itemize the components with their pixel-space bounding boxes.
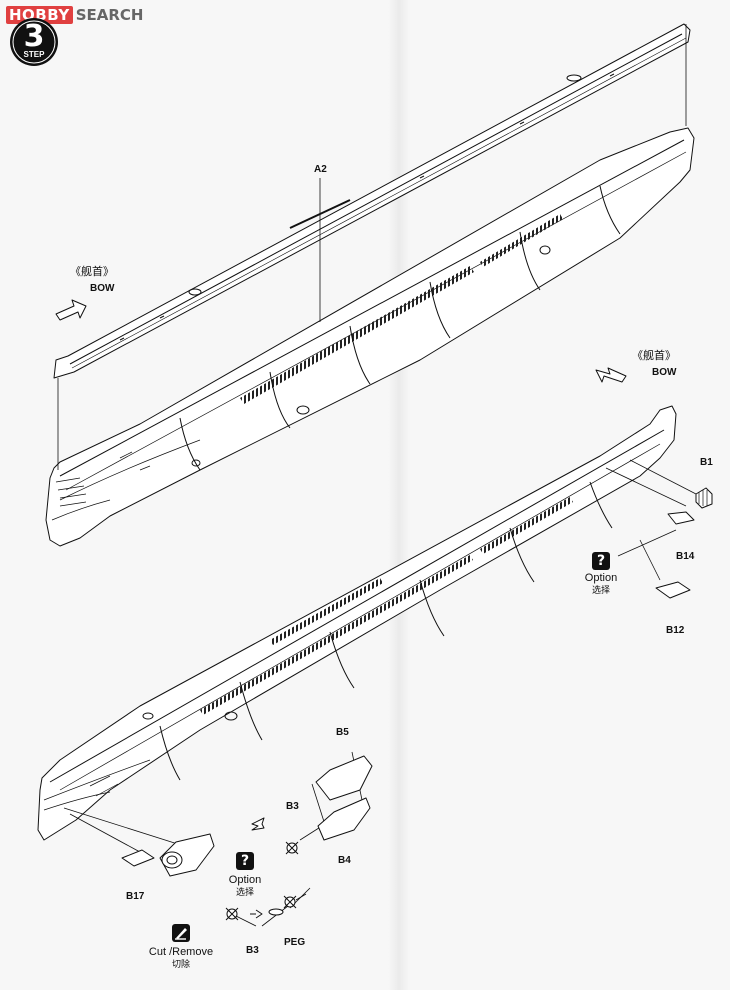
part-label-b17: B17 <box>126 891 145 902</box>
cut-remove-label: Cut /Remove 切除 <box>140 946 222 972</box>
option-text-en: Option <box>584 572 618 584</box>
option-label-right: Option 选择 <box>578 572 624 598</box>
part-label-b12: B12 <box>666 625 685 636</box>
part-b12 <box>655 581 691 599</box>
part-b17 <box>121 849 155 867</box>
option-label-bottom: Option 选择 <box>222 874 268 900</box>
bow-label-top-en: BOW <box>90 283 115 294</box>
part-label-b1: B1 <box>700 457 713 468</box>
bow-label-right-en: BOW <box>652 367 677 378</box>
option-text-cn: 选择 <box>235 888 254 898</box>
hobby-search-watermark: HOBBY SEARCH <box>6 6 144 24</box>
part-b5 <box>315 755 373 801</box>
step-number: 3 <box>23 19 45 54</box>
deck-part-a2 <box>53 23 691 379</box>
stern-housing <box>159 833 215 877</box>
assembly-leader-lines <box>57 24 697 927</box>
knife-cut-icon <box>172 924 190 942</box>
upper-hull <box>45 127 695 547</box>
question-mark-icon: ? <box>592 552 610 570</box>
hobby-logo: HOBBY <box>6 6 73 24</box>
direction-arrow-icon <box>251 817 265 831</box>
option-text-en: Option <box>228 874 262 886</box>
cut-remove-text-en: Cut /Remove <box>148 946 214 958</box>
part-label-b14: B14 <box>676 551 695 562</box>
propeller-b3-top <box>285 841 299 855</box>
step-label: STEP <box>23 50 45 59</box>
part-label-peg: PEG <box>284 937 306 948</box>
bow-label-top-cn: 《舰首》 <box>70 265 114 278</box>
part-label-b3-top: B3 <box>286 801 299 812</box>
part-b14 <box>667 511 695 525</box>
propeller-b3-bottom <box>225 907 284 921</box>
peg-part <box>283 893 307 909</box>
cut-remove-text-cn: 切除 <box>171 960 190 970</box>
lower-hull <box>37 405 677 841</box>
part-label-a2: A2 <box>314 164 327 175</box>
step-badge: 3 STEP <box>8 16 60 68</box>
direction-arrow-icon <box>55 299 87 321</box>
direction-arrow-icon <box>595 367 627 383</box>
part-label-b3-bottom: B3 <box>246 945 259 956</box>
step-badge-icon <box>10 18 58 66</box>
part-b1 <box>695 487 713 509</box>
question-mark-icon: ? <box>236 852 254 870</box>
part-label-b5: B5 <box>336 727 349 738</box>
page-fold-shadow <box>388 0 410 990</box>
part-label-b4: B4 <box>338 855 351 866</box>
search-wordmark: SEARCH <box>75 6 144 24</box>
option-text-cn: 选择 <box>591 586 610 596</box>
bow-label-right-cn: 《舰首》 <box>632 349 676 362</box>
part-b4 <box>317 797 371 841</box>
